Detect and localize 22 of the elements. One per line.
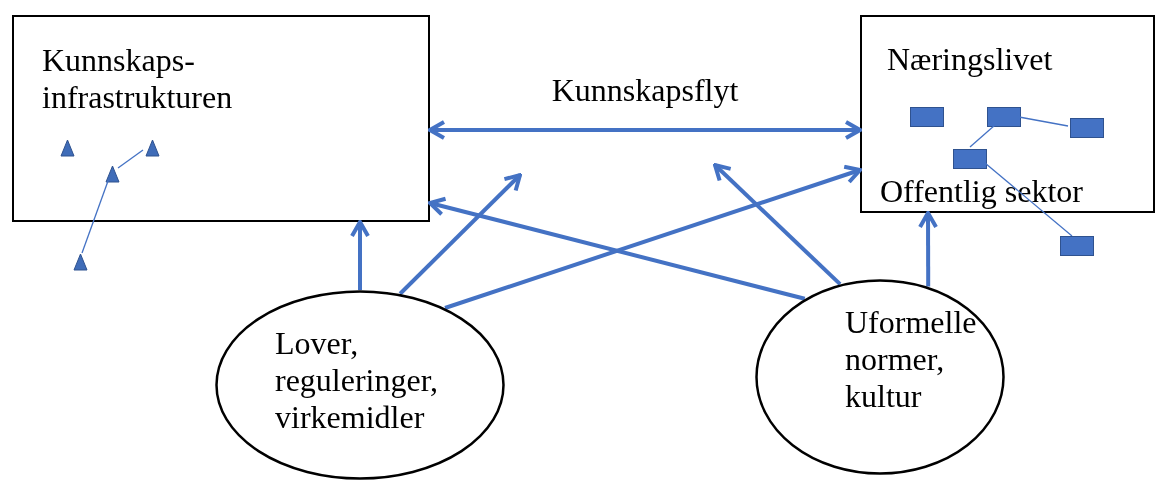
- arrow: [428, 196, 806, 301]
- connector-line: [1018, 116, 1069, 127]
- arrow: [398, 173, 522, 296]
- ellipse-label: Lover, reguleringer, virkemidler: [275, 325, 440, 436]
- connector-line: [969, 124, 996, 148]
- box-label: Næringslivet: [887, 41, 1054, 78]
- process-box: [12, 15, 430, 222]
- connector-line: [117, 149, 144, 169]
- box-label: Kunnskaps- infrastrukturen: [42, 42, 234, 116]
- small-box: [987, 107, 1021, 127]
- ellipse-label: Uformelle normer, kultur: [845, 304, 978, 415]
- arrow: [444, 164, 862, 310]
- arrow: [713, 163, 842, 286]
- arrow: [428, 120, 862, 140]
- small-box: [953, 149, 987, 169]
- small-box: [1060, 236, 1094, 256]
- small-box: [910, 107, 944, 127]
- arrow: [918, 211, 939, 287]
- process-box: [860, 15, 1155, 213]
- small-box: [1070, 118, 1104, 138]
- connector-line: [81, 180, 109, 254]
- arrow: [350, 220, 370, 290]
